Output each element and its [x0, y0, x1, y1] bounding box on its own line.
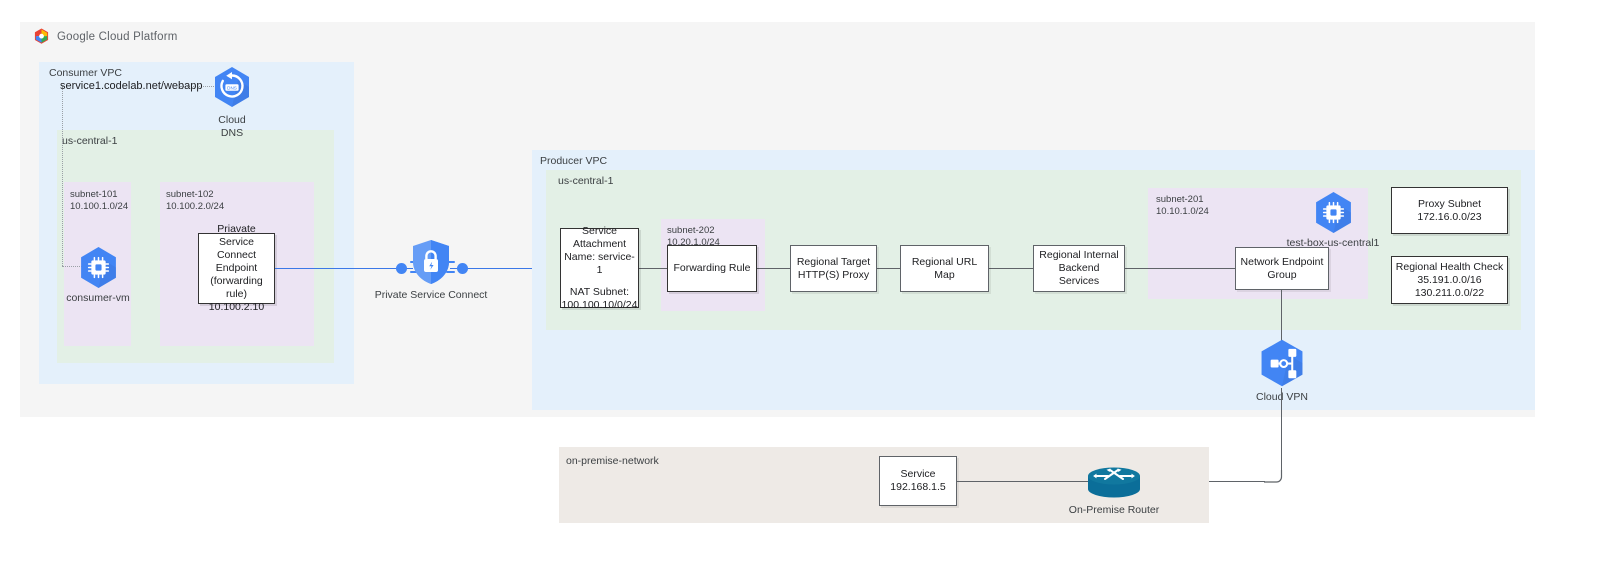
service-attachment-box[interactable]: Service Attachment Name: service-1 NAT S… — [560, 224, 639, 311]
on-premise-router-node[interactable]: On-Premise Router — [1069, 461, 1159, 517]
subnet-102-name: subnet-102 — [166, 189, 214, 200]
psc-link-right — [450, 268, 560, 270]
cloud-dns-node[interactable]: DNS Cloud DNS — [207, 66, 257, 140]
service-attachment-line1: Service — [581, 224, 617, 237]
link-urlmap-to-backend — [988, 268, 1034, 269]
dns-path-segment-to-vm — [62, 266, 82, 267]
neg-line1: Network Endpoint — [1240, 255, 1324, 268]
test-box-label: test-box-us-central1 — [1286, 237, 1380, 249]
private-service-connect-node[interactable]: Private Service Connect — [375, 238, 487, 302]
proxy-subnet-line1: Proxy Subnet — [1417, 197, 1482, 210]
link-sa-to-fr — [638, 268, 668, 269]
proxy-subnet-box[interactable]: Proxy Subnet 172.16.0.0/23 — [1391, 187, 1508, 234]
subnet-201-cidr: 10.10.1.0/24 — [1156, 206, 1209, 217]
dns-record-label: service1.codelab.net/webapp — [60, 80, 203, 92]
subnet-101-cidr: 10.100.1.0/24 — [70, 201, 129, 212]
psc-dash-left-bottom — [410, 271, 419, 273]
on-premise-service-line2: 192.168.1.5 — [890, 481, 946, 493]
private-service-connect-label: Private Service Connect — [374, 289, 488, 301]
link-proxy-to-urlmap — [876, 268, 902, 269]
service-attachment-line2: Attachment — [572, 237, 627, 250]
psc-endpoint-line1: Priavate Service — [217, 223, 256, 248]
forwarding-rule-label: Forwarding Rule — [673, 262, 751, 274]
svg-text:DNS: DNS — [227, 85, 237, 90]
psc-link-left — [275, 268, 413, 270]
consumer-region-label: us-central-1 — [62, 135, 118, 147]
link-vpn-elbow — [1264, 470, 1283, 483]
subnet-202-name: subnet-202 — [667, 225, 715, 236]
psc-endpoint-line4: 10.100.2.10 — [208, 301, 265, 313]
psc-endpoint-line3: (forwarding rule) — [210, 275, 263, 300]
brand-logo-text: Google Cloud Platform — [57, 30, 178, 43]
target-proxy-line2: HTTP(S) Proxy — [797, 268, 870, 281]
on-premise-network-label: on-premise-network — [566, 455, 659, 467]
cloud-dns-label-line2: DNS — [220, 127, 244, 139]
network-endpoint-group-box[interactable]: Network Endpoint Group — [1235, 247, 1329, 290]
target-proxy-line1: Regional Target — [796, 255, 871, 268]
compute-vm-icon — [1315, 192, 1351, 233]
backend-services-line2: Backend Services — [1058, 262, 1100, 287]
link-neg-to-vpn — [1281, 290, 1283, 342]
regional-url-map-box[interactable]: Regional URL Map — [900, 245, 989, 292]
cloud-vpn-node[interactable]: Cloud VPN — [1256, 338, 1308, 404]
regional-target-proxy-box[interactable]: Regional Target HTTP(S) Proxy — [790, 245, 877, 292]
dns-path-segment-right — [180, 86, 222, 87]
on-premise-router-label: On-Premise Router — [1068, 504, 1160, 516]
cloud-dns-icon: DNS — [215, 67, 249, 107]
subnet-102-cidr: 10.100.2.0/24 — [166, 201, 225, 212]
link-vpn-down — [1281, 388, 1283, 474]
psc-dash-right-bottom — [446, 271, 455, 273]
regional-backend-services-box[interactable]: Regional Internal Backend Services — [1033, 245, 1125, 292]
service-attachment-line4: NAT Subnet: — [569, 285, 630, 298]
health-check-line1: Regional Health Check — [1395, 260, 1504, 273]
health-check-line2: 35.191.0.0/16 — [1417, 273, 1482, 286]
service-attachment-line5: 100.100.10/0/24 — [561, 298, 638, 311]
psc-connector-dot-right — [457, 263, 468, 274]
regional-health-check-box[interactable]: Regional Health Check 35.191.0.0/16 130.… — [1391, 256, 1508, 304]
link-service-to-router — [956, 481, 1088, 482]
cloud-vpn-icon — [1261, 339, 1303, 387]
forwarding-rule-box[interactable]: Forwarding Rule — [667, 245, 757, 292]
psc-connector-dot-left — [396, 263, 407, 274]
url-map-label: Regional URL Map — [911, 255, 978, 281]
on-premise-service-box[interactable]: Service 192.168.1.5 — [879, 456, 957, 506]
backend-services-line1: Regional Internal — [1039, 249, 1119, 261]
consumer-vm-node[interactable]: consumer-vm — [66, 246, 130, 305]
psc-endpoint-box[interactable]: Priavate Service Connect Endpoint (forwa… — [198, 223, 275, 313]
consumer-vm-label: consumer-vm — [66, 292, 130, 304]
subnet-202-cidr: 10.20.1.0/24 — [667, 237, 720, 248]
health-check-line3: 130.211.0.0/22 — [1414, 286, 1485, 299]
psc-endpoint-line2: Connect Endpoint — [215, 249, 258, 274]
test-box-node[interactable]: test-box-us-central1 — [1281, 191, 1385, 250]
neg-line2: Group — [1267, 268, 1297, 281]
dns-path-segment-down — [62, 86, 63, 266]
service-attachment-line3: Name: service-1 — [564, 250, 635, 276]
proxy-subnet-line2: 172.16.0.0/23 — [1417, 210, 1482, 223]
brand-logo: Google Cloud Platform — [33, 28, 178, 45]
compute-vm-icon — [80, 247, 116, 288]
subnet-101-name: subnet-101 — [70, 189, 118, 200]
producer-vpc-label: Producer VPC — [540, 155, 608, 167]
cloud-dns-label-line1: Cloud — [218, 114, 246, 126]
subnet-201-name: subnet-201 — [1156, 194, 1204, 205]
producer-region-label: us-central-1 — [558, 175, 614, 187]
link-fr-to-proxy — [757, 268, 791, 269]
on-premise-service-line1: Service — [900, 468, 936, 480]
google-cloud-logo-icon — [34, 28, 49, 44]
on-premise-router-icon — [1088, 467, 1140, 498]
private-service-connect-shield-icon — [413, 240, 449, 284]
link-backend-to-neg — [1125, 268, 1235, 269]
consumer-vpc-label: Consumer VPC — [49, 67, 122, 79]
psc-dash-right-top — [446, 261, 455, 263]
